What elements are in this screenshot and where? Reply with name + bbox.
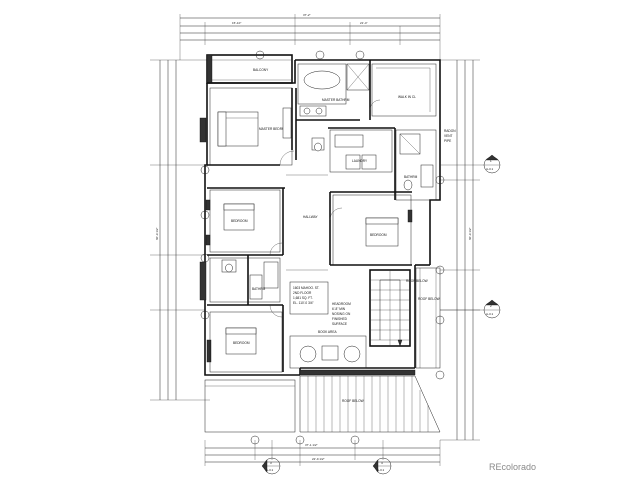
lower-bathroom: BATHRM: [207, 255, 283, 306]
room-label-book-area: BOOK AREA: [318, 330, 337, 334]
section-marker-bottom-left: 3 A-3.1: [261, 440, 281, 475]
dim-top-left: 15'-10": [232, 21, 241, 25]
roof-label-front: ROOF BELOW: [342, 399, 364, 403]
grid-bubbles: [200, 50, 445, 445]
svg-text:PIPE: PIPE: [444, 139, 451, 143]
svg-text:SURFACE: SURFACE: [332, 322, 347, 326]
room-label-balcony: BALCONY: [253, 68, 269, 72]
svg-text:A-3.1: A-3.1: [266, 468, 274, 472]
section-marker-mid-right: 2 A-3.1: [440, 299, 501, 319]
svg-text:1,681 SQ. FT.: 1,681 SQ. FT.: [293, 296, 313, 300]
master-bath: MASTER BATHRM: [295, 63, 370, 160]
room-label-laundry: LAUNDRY: [352, 159, 368, 163]
dim-bottom-mid: 22'-9 1/2": [312, 457, 325, 461]
roof-right: ROOF BELOW ROOF BELOW: [406, 267, 441, 369]
dim-right-overall: 60'-9 1/2": [468, 227, 472, 240]
headroom-note: HEADROOM 6'-8" MIN NOSING ON FINISHED SU…: [332, 302, 351, 326]
room-label-bathrm: BATHRM: [404, 175, 418, 179]
svg-text:HEADROOM: HEADROOM: [332, 302, 351, 306]
dim-top-overall: 37'-2": [303, 13, 311, 17]
stair: [369, 269, 411, 347]
dim-left-overall: 60'-9 1/2": [155, 227, 159, 240]
svg-text:A-3.1: A-3.1: [486, 167, 494, 171]
svg-text:A-3.1: A-3.1: [377, 468, 385, 472]
svg-text:RADON: RADON: [444, 129, 456, 133]
dim-bottom-overall: 37'-1 1/2": [305, 443, 318, 447]
radon-note: RADON VENT PIPE: [444, 129, 456, 143]
floor-info-note: 1603 MAHOO. ST. 2ND FLOOR 1,681 SQ. FT. …: [289, 281, 329, 315]
master-bedroom: MASTER BEDRM: [207, 87, 295, 166]
bedroom-left-middle: BEDROOM: [205, 187, 285, 256]
svg-text:1603 MAHOO. ST.: 1603 MAHOO. ST.: [293, 286, 320, 290]
balcony-area: BALCONY: [206, 54, 293, 84]
roof-front: ROOF BELOW: [299, 369, 441, 433]
svg-text:A-3.1: A-3.1: [486, 312, 494, 316]
book-area: BOOK AREA: [289, 330, 367, 369]
bedroom-left-bottom: BEDROOM: [209, 304, 284, 373]
room-label-bedroom-3: BEDROOM: [233, 341, 250, 345]
section-marker-top-right: 1 A-3.1: [440, 154, 501, 174]
svg-text:2: 2: [490, 304, 492, 308]
room-label-bedroom-1: BEDROOM: [231, 219, 248, 223]
bedroom-right-middle: BEDROOM: [329, 191, 413, 266]
svg-text:3: 3: [270, 461, 272, 465]
svg-text:NOSING ON: NOSING ON: [332, 312, 351, 316]
room-label-hallway: HALLWAY: [303, 215, 319, 219]
dimension-lines: [150, 14, 480, 466]
dimension-texts: 37'-2" 15'-10" 21'-4" 37'-1 1/2" 22'-9 1…: [155, 13, 472, 461]
laundry-room: LAUNDRY: [328, 127, 395, 173]
svg-text:2ND FLOOR: 2ND FLOOR: [293, 291, 312, 295]
dim-top-right: 21'-4": [360, 21, 368, 25]
section-marker-bottom-right: 4 A-3.1: [372, 440, 392, 475]
room-label-master-bath: MASTER BATHRM: [322, 98, 350, 102]
walk-in-closet: WALK IN CL: [369, 60, 437, 120]
outer-walls: [199, 59, 441, 376]
watermark-text: REcolorado: [489, 462, 536, 472]
svg-text:1: 1: [490, 159, 492, 163]
svg-text:FINISHED: FINISHED: [332, 317, 348, 321]
roof-label-right-upper: ROOF BELOW: [406, 279, 428, 283]
upper-bathroom: BATHRM: [394, 128, 437, 201]
room-label-walk-in-cl: WALK IN CL: [398, 95, 416, 99]
svg-text:EL. 110'-0 3/4": EL. 110'-0 3/4": [293, 301, 314, 305]
room-label-bedroom-2: BEDROOM: [370, 233, 387, 237]
room-label-bathrm-2: BATHRM: [252, 287, 266, 291]
svg-text:6'-8" MIN: 6'-8" MIN: [332, 307, 346, 311]
svg-text:VENT: VENT: [444, 134, 453, 138]
hallway: HALLWAY: [286, 174, 328, 271]
svg-text:4: 4: [381, 461, 383, 465]
roof-label-right: ROOF BELOW: [418, 297, 440, 301]
room-label-master-bedrm: MASTER BEDRM: [259, 127, 285, 131]
patio-left: [204, 379, 296, 433]
